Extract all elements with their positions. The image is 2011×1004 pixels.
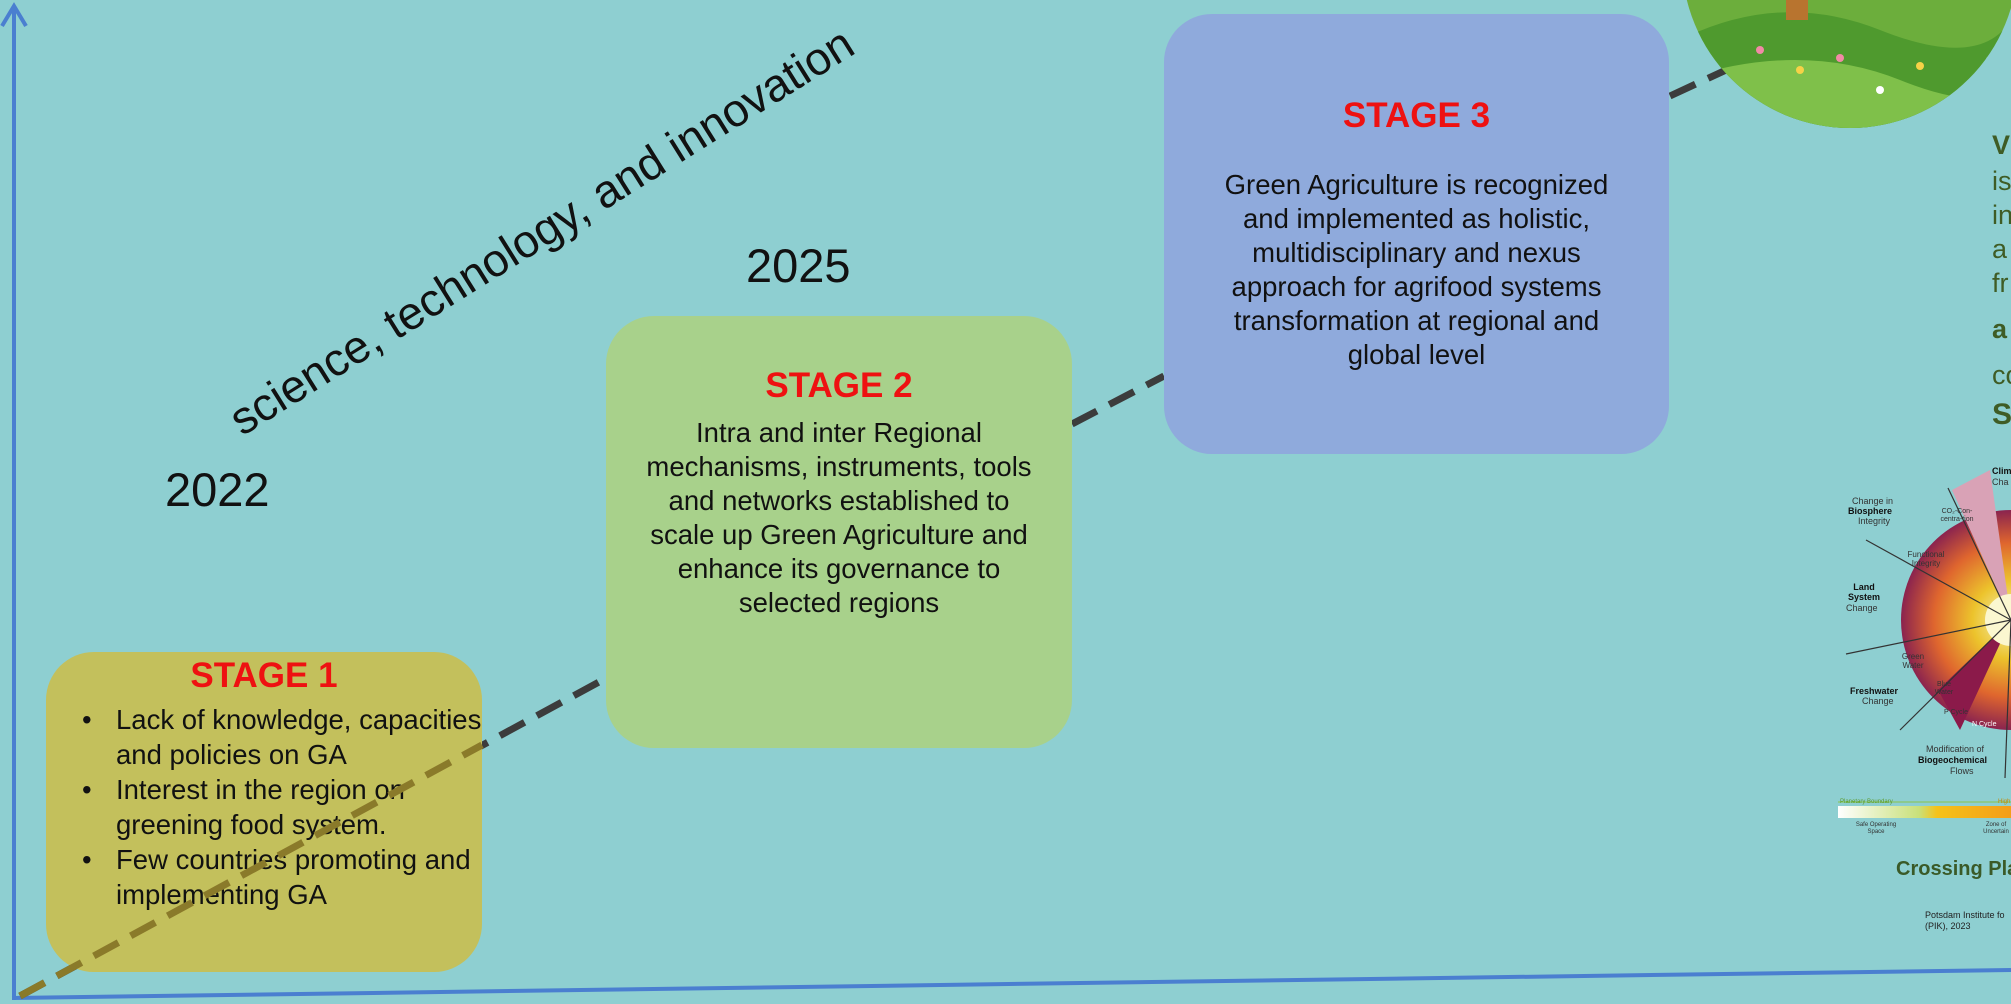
pb-label: Biogeochemical (1918, 755, 1988, 765)
vertical-axis (0, 2, 28, 1000)
pb-label: Modification of (1926, 744, 1985, 754)
pb-label: CO₂-Con-centra-tion (1940, 508, 1974, 523)
list-item: Few countries promoting and implementing… (82, 842, 482, 912)
source-citation: Potsdam Institute fo (PIK), 2023 (1925, 910, 2005, 931)
pb-label: Safe Operating Space (1855, 822, 1897, 835)
pb-label: N Cycle (1972, 721, 1997, 728)
pb-label: Clim (1992, 466, 2011, 476)
right-text-fragment: S (1992, 398, 2011, 431)
list-item: Interest in the region on greening food … (82, 772, 482, 842)
right-text-fragment: is (1992, 166, 2011, 196)
right-text-fragment: V (1992, 130, 2011, 160)
pb-label: High (1998, 799, 2011, 805)
pb-label: Change (1846, 603, 1878, 613)
pb-label: Freshwater (1850, 686, 1899, 696)
pb-label: Planetary Boundary (1840, 799, 1893, 805)
stage-1-box: STAGE 1 Lack of knowledge, capacities an… (46, 652, 482, 972)
stage-1-title: STAGE 1 (190, 656, 338, 695)
pb-label: Change in (1852, 496, 1894, 506)
pb-label: Functional Integrity (1907, 550, 1945, 568)
right-text-fragment: in (1992, 200, 2011, 230)
right-text-fragment: a (1992, 314, 2008, 344)
right-text-fragment: co (1992, 360, 2011, 390)
year-label-2022: 2022 (165, 463, 270, 516)
pb-label: Green Water (1901, 652, 1925, 670)
stage-3-box: STAGE 3 Green Agriculture is recognized … (1164, 14, 1669, 454)
pb-label: Flows (1950, 766, 1974, 776)
pb-label: P Cycle (1944, 709, 1968, 716)
right-text-fragment: a (1992, 234, 2008, 264)
list-item: Lack of knowledge, capacities and polici… (82, 702, 482, 772)
right-text-fragment: fr (1992, 268, 2009, 298)
pb-label: Biosphere (1848, 506, 1893, 516)
pb-label: Zone of Uncertain (1983, 822, 2009, 835)
stage-3-title: STAGE 3 (1342, 96, 1491, 135)
stage-2-title: STAGE 2 (765, 366, 913, 405)
stage-3-text: Green Agriculture is recognized and impl… (1224, 169, 1609, 370)
pb-label: Cha (1992, 477, 2009, 487)
stage-2-text: Intra and inter Regional mechanisms, ins… (646, 417, 1032, 618)
pb-label: Land System (1847, 582, 1881, 602)
planetary-boundaries-chart (1838, 470, 2011, 818)
diagram-caption: Crossing Pla (1896, 858, 2011, 880)
pb-label: Blue Water (1934, 681, 1954, 696)
year-label-2025: 2025 (746, 239, 851, 292)
stage-1-list: Lack of knowledge, capacities and polici… (46, 702, 482, 912)
stage-2-box: STAGE 2 Intra and inter Regional mechani… (606, 316, 1072, 748)
pb-label: Integrity (1858, 516, 1891, 526)
landscape-illustration (1682, 0, 2011, 128)
horizontal-axis (11, 968, 2011, 1000)
pb-label: Change (1862, 696, 1894, 706)
